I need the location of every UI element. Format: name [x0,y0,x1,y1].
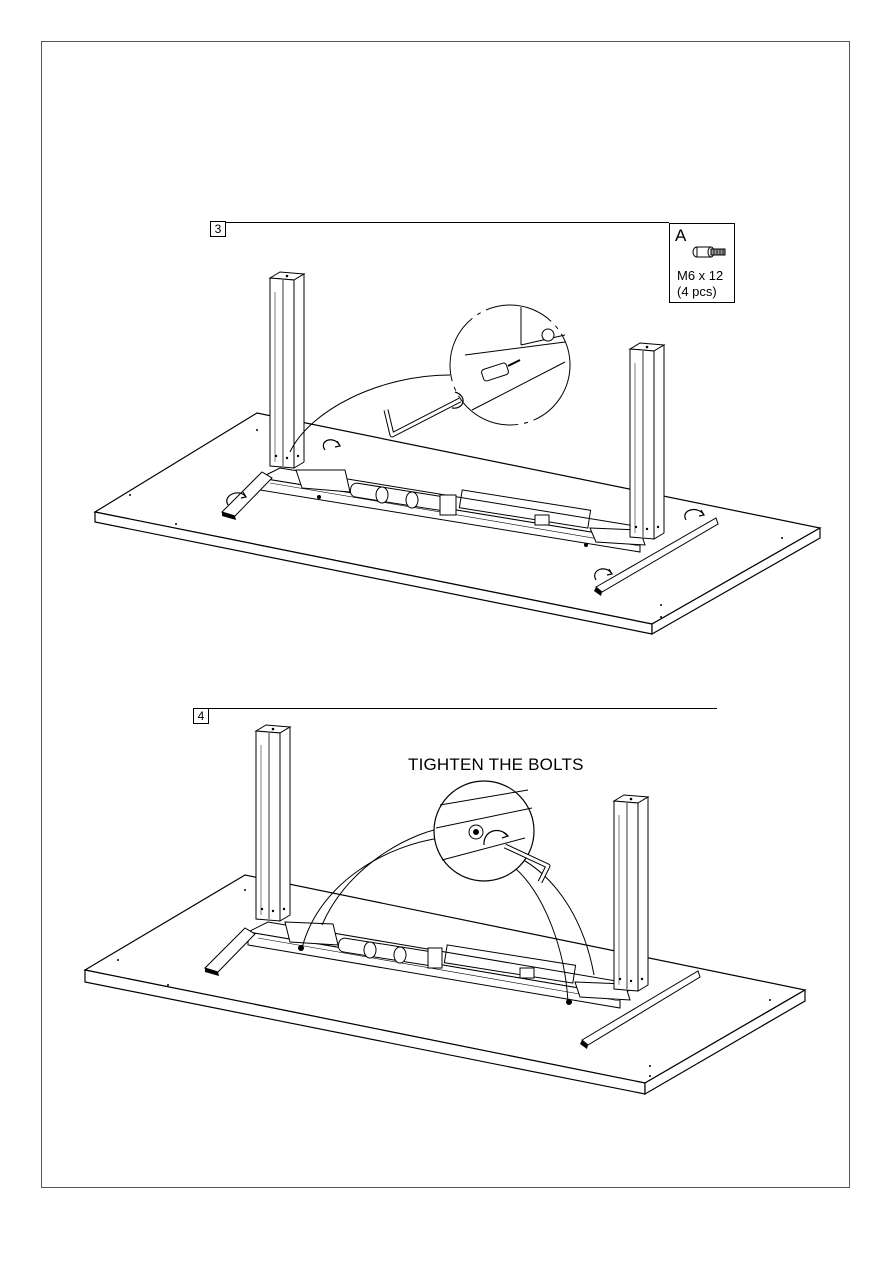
step-3-illustration [95,272,820,634]
step-4-illustration [85,725,805,1094]
